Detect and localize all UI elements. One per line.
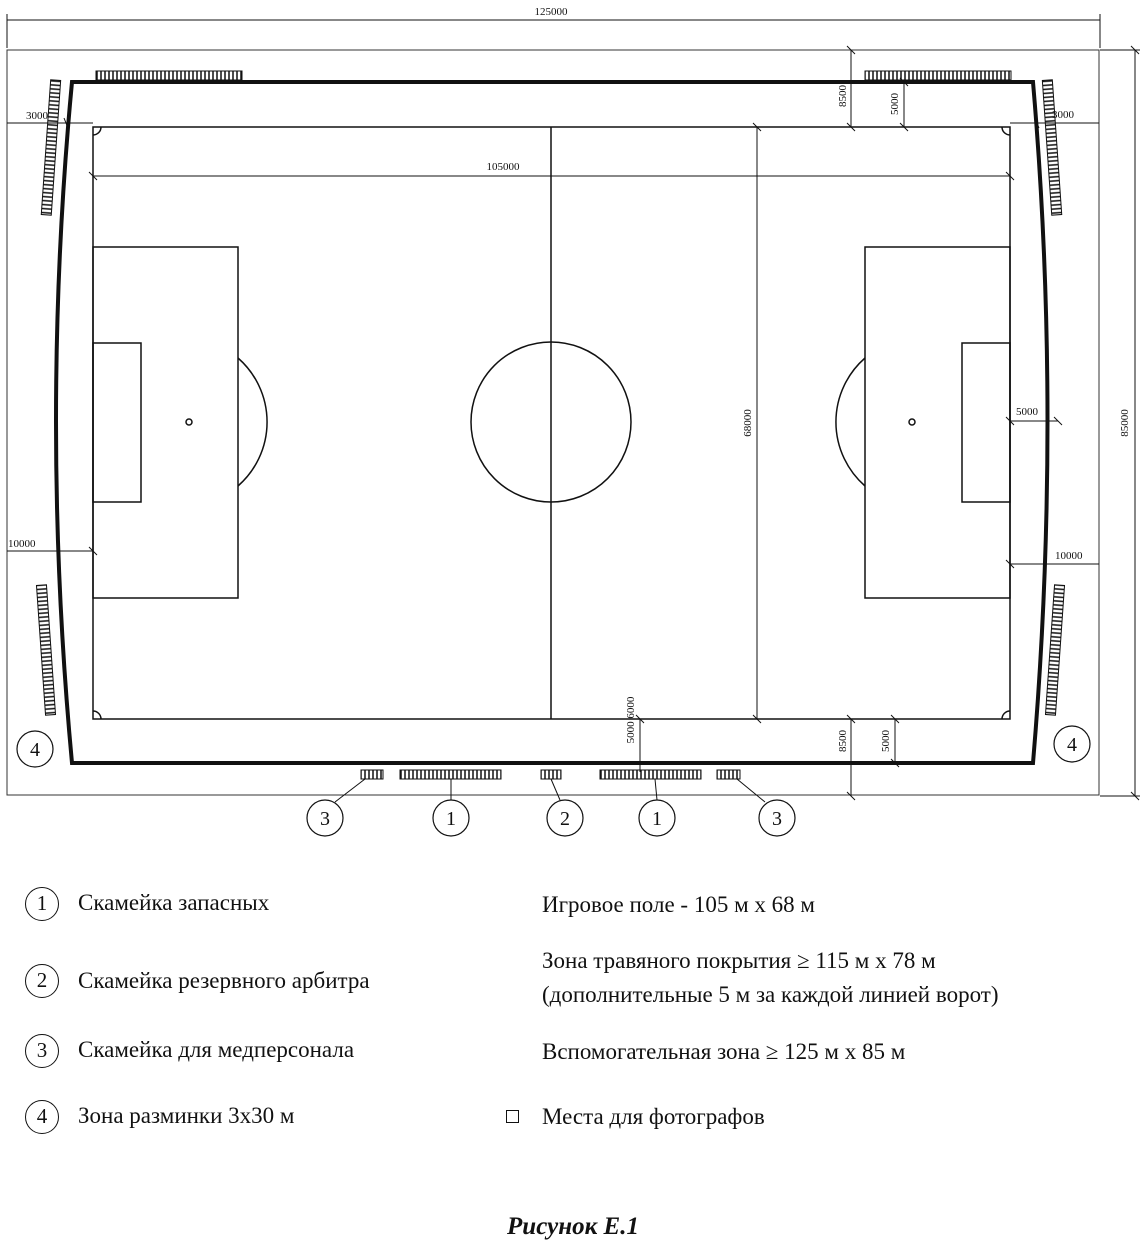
dim-top-5000: 5000 (889, 93, 901, 116)
photographer-zone-right-top (1041, 79, 1063, 216)
marker-circle-4-left (16, 730, 54, 768)
photographer-zone-top-left (95, 70, 243, 81)
legend-number-2: 2 (25, 964, 59, 998)
dim-right-10000: 10000 (1055, 550, 1083, 562)
legend-label-medical: Скамейка для медперсонала (78, 1037, 355, 1062)
figure-caption: Рисунок Е.1 (507, 1213, 639, 1240)
dim-left-10000: 10000 (8, 538, 36, 550)
dim-bottom-8500: 8500 (837, 730, 849, 753)
dim-right-3000: 3000 (1052, 109, 1075, 121)
marker-circle-3-left (306, 799, 344, 837)
bench-medical-left (360, 769, 384, 780)
marker-circle-3-right (758, 799, 796, 837)
left-penalty-arc (237, 357, 268, 487)
dim-center-bottom: 5000 6000 (625, 696, 637, 743)
right-penalty-spot (908, 418, 916, 426)
legend-info-photographers: Места для фотографов (542, 1104, 765, 1129)
legend-number-1: 1 (25, 887, 59, 921)
photographer-zone-left-bottom (35, 584, 57, 716)
bench-medical-right (716, 769, 741, 780)
bench-substitutes-right (599, 769, 702, 780)
photographer-zone-top-right (864, 70, 1012, 81)
marker-1-left: 1 (446, 808, 456, 830)
marker-4-left: 4 (30, 739, 40, 761)
legend-label-reserve-referee: Скамейка резервного арбитра (78, 968, 370, 993)
dim-total-width: 125000 (535, 6, 569, 18)
dim-total-height: 85000 (1119, 409, 1131, 437)
dim-field-width: 105000 (487, 161, 521, 173)
stadium-diagram: 125000 105000 3000 3000 10000 10000 5000… (6, 6, 1140, 837)
marker-3-left: 3 (320, 808, 330, 830)
marker-2: 2 (560, 808, 570, 830)
legend-info-playing-field: Игровое поле - 105 м х 68 м (542, 892, 815, 917)
corner-arc-top-left (92, 126, 102, 136)
left-penalty-area (92, 246, 239, 599)
marker-circle-1-right (638, 799, 676, 837)
legend-info-grass-zone-note: (дополнительные 5 м за каждой линией вор… (542, 982, 999, 1007)
grass-zone-outline (54, 80, 1050, 765)
marker-circle-1-left (432, 799, 470, 837)
auxiliary-zone-outline (6, 49, 1100, 796)
legend-label-warmup: Зона разминки 3х30 м (78, 1103, 295, 1128)
legend-number-3: 3 (25, 1034, 59, 1068)
legend-info-auxiliary-zone: Вспомогательная зона ≥ 125 м х 85 м (542, 1039, 906, 1064)
marker-circle-2 (546, 799, 584, 837)
marker-circle-4-right (1053, 725, 1091, 763)
dim-field-height: 68000 (742, 409, 754, 437)
legend-number-4: 4 (25, 1100, 59, 1134)
dim-right-5000: 5000 (1016, 406, 1039, 418)
corner-arc-top-right (1001, 126, 1011, 136)
photographer-zone-right-bottom (1044, 584, 1066, 716)
dim-top-8500: 8500 (837, 85, 849, 108)
corner-arc-bottom-right (1001, 710, 1011, 720)
left-goal-area (92, 342, 142, 503)
bench-substitutes-left (399, 769, 502, 780)
bench-reserve-referee (540, 769, 562, 780)
left-penalty-spot (185, 418, 193, 426)
right-goal-area (961, 342, 1011, 503)
center-circle (470, 341, 632, 503)
marker-1-right: 1 (652, 808, 662, 830)
dim-bottom-5000: 5000 (880, 730, 892, 753)
photographer-zone-left-top (40, 79, 62, 216)
legend-label-bench-substitutes: Скамейка запасных (78, 890, 270, 915)
right-penalty-area (864, 246, 1011, 599)
marker-3-right: 3 (772, 808, 782, 830)
right-penalty-arc (835, 357, 866, 487)
dim-left-3000: 3000 (26, 110, 49, 122)
corner-arc-bottom-left (92, 710, 102, 720)
marker-4-right: 4 (1067, 734, 1077, 756)
legend-info-grass-zone: Зона травяного покрытия ≥ 115 м х 78 м (542, 948, 936, 973)
legend-photographer-square (506, 1110, 519, 1123)
